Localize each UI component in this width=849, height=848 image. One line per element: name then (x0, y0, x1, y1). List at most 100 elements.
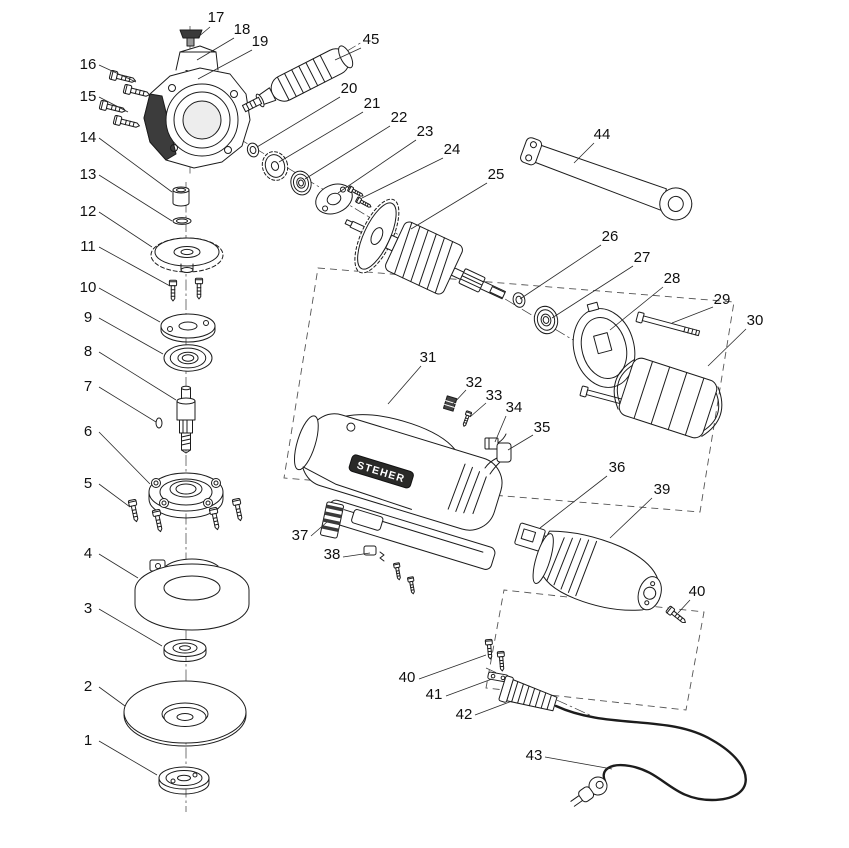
part-label-6: 6 (84, 423, 92, 440)
part-label-28: 28 (664, 270, 681, 287)
cable-boot (498, 675, 558, 712)
washer (510, 290, 528, 310)
spindle-lock-button (179, 29, 203, 47)
part-label-41: 41 (426, 686, 443, 703)
leader-line-19 (197, 49, 253, 80)
circlip (172, 217, 192, 225)
part-label-22: 22 (391, 109, 408, 126)
housing-screws (98, 69, 151, 131)
capacitor (484, 442, 512, 475)
leader-line-10 (98, 287, 161, 323)
part-label-4: 4 (84, 545, 92, 562)
part-label-30: 30 (747, 312, 764, 329)
motor-housing: STEHER (293, 413, 503, 531)
leader-line-6 (98, 431, 151, 485)
leader-line-4 (98, 553, 139, 579)
part-label-44: 44 (594, 126, 611, 143)
bearing-plate (160, 313, 216, 343)
part-label-24: 24 (444, 141, 461, 158)
leader-line-32 (452, 389, 467, 405)
spacer-sleeve (172, 186, 190, 207)
part-label-29: 29 (714, 291, 731, 308)
stator (613, 357, 723, 439)
brush-holder (442, 395, 458, 412)
leader-line-5 (98, 483, 131, 508)
side-handle (241, 45, 354, 113)
part-label-11: 11 (80, 238, 96, 255)
housing-screw (665, 605, 689, 626)
leader-line-16 (98, 64, 137, 83)
part-label-42: 42 (456, 706, 473, 723)
part-label-40b: 40 (399, 669, 416, 686)
leader-line-39 (609, 497, 653, 539)
part-label-39: 39 (654, 481, 671, 498)
leader-line-7 (98, 386, 157, 423)
leader-line-34 (494, 415, 507, 443)
leader-line-28 (609, 286, 664, 331)
part-label-23: 23 (417, 123, 434, 140)
leader-line-31 (387, 365, 422, 405)
part-label-17: 17 (208, 9, 225, 26)
leader-line-40b (418, 654, 487, 680)
part-label-25: 25 (488, 166, 505, 183)
part-label-40a: 40 (689, 583, 706, 600)
part-label-15: 15 (80, 88, 97, 105)
part-label-31: 31 (420, 349, 437, 366)
small-screw (461, 410, 473, 428)
leader-line-27 (551, 265, 634, 319)
part-label-8: 8 (84, 343, 92, 360)
dashed-box-rear-assembly (485, 589, 705, 711)
part-label-13: 13 (80, 166, 97, 183)
part-label-35: 35 (534, 419, 551, 436)
washer (245, 141, 261, 159)
leader-line-17 (196, 26, 211, 39)
part-label-32: 32 (466, 374, 483, 391)
leader-line-20 (256, 96, 341, 148)
leader-line-3 (98, 608, 163, 647)
leader-line-21 (278, 111, 364, 163)
leader-line-13 (98, 174, 173, 222)
part-label-7: 7 (84, 378, 92, 395)
rear-motor-housing (532, 530, 662, 611)
power-plug (570, 776, 608, 807)
armature-rotor (344, 198, 506, 300)
part-label-36: 36 (609, 459, 626, 476)
part-label-37: 37 (292, 527, 309, 544)
bevel-gear (150, 237, 224, 273)
leader-line-14 (98, 137, 173, 193)
part-label-10: 10 (80, 279, 97, 296)
leader-line-15 (98, 96, 129, 113)
cable-clamp-screws (484, 638, 507, 672)
part-label-20: 20 (341, 80, 358, 97)
leader-line-26 (519, 244, 602, 300)
power-cord (554, 704, 747, 807)
pinion-gear (261, 151, 289, 181)
leader-line-40a (677, 599, 691, 614)
part-label-12: 12 (80, 203, 97, 220)
leader-line-36 (539, 475, 608, 529)
part-label-33: 33 (486, 387, 503, 404)
part-label-5: 5 (84, 475, 92, 492)
part-label-1: 1 (84, 732, 92, 749)
leader-line-18 (196, 37, 235, 61)
part-label-16: 16 (80, 56, 97, 73)
part-label-2: 2 (84, 678, 92, 695)
part-label-27: 27 (634, 249, 651, 266)
leader-line-23 (337, 139, 417, 194)
dashed-box-motor-assembly (283, 267, 735, 513)
ball-bearing (530, 303, 562, 337)
leader-line-43 (544, 756, 613, 770)
part-label-26: 26 (602, 228, 619, 245)
leader-line-22 (304, 125, 391, 180)
spindle-shaft (176, 385, 196, 454)
leader-line-37 (310, 521, 328, 537)
leader-line-30 (707, 328, 747, 367)
leader-line-44 (573, 142, 595, 164)
part-label-19: 19 (252, 33, 269, 50)
part-label-9: 9 (84, 309, 92, 326)
inner-flange (163, 639, 207, 662)
part-label-38: 38 (324, 546, 341, 563)
part-label-34: 34 (506, 399, 523, 416)
leader-line-2 (98, 686, 126, 707)
